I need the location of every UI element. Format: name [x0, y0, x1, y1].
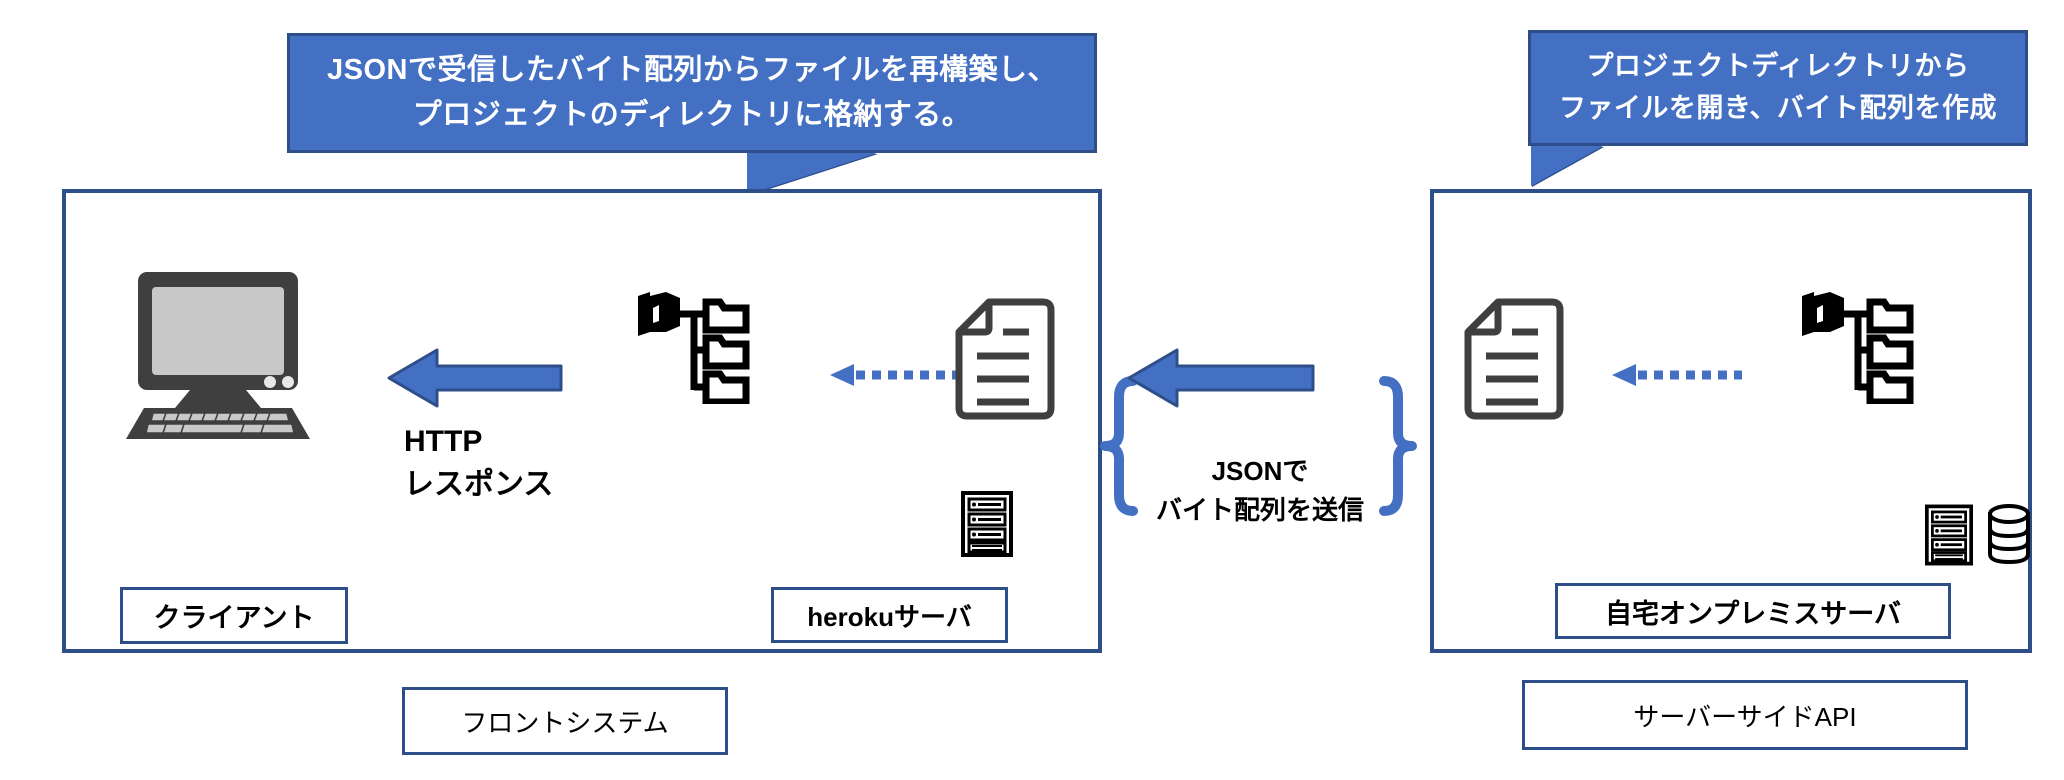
client-node-label: クライアント: [120, 587, 348, 644]
callout-left-line-2: プロジェクトのディレクトリに格納する。: [412, 99, 972, 131]
server-side-api-caption-text: サーバーサイドAPI: [1633, 701, 1857, 732]
front-system-caption-text: フロントシステム: [461, 707, 669, 738]
front-system-caption: フロントシステム: [402, 687, 728, 755]
client-node-label-text: クライアント: [153, 603, 315, 633]
callout-right-line-2: ファイルを開き、バイト配列を作成: [1558, 93, 1998, 123]
document-icon: [955, 298, 1055, 420]
http-response-line-2: レスポンス: [404, 467, 554, 501]
server-rack-icon: [961, 491, 1013, 557]
server-side-api-caption: サーバーサイドAPI: [1522, 680, 1968, 750]
heroku-node-label-text: herokuサーバ: [807, 601, 972, 632]
callout-left-tail: [747, 153, 877, 195]
http-response-arrow: [387, 348, 563, 408]
brace-open-icon: [1100, 376, 1138, 516]
computer-icon: [126, 272, 310, 439]
brace-close-icon: [1379, 376, 1417, 516]
database-icon: [1988, 504, 2030, 565]
http-response-line-1: HTTP: [404, 425, 483, 458]
callout-left-line-1: JSONで受信したバイト配列からファイルを再構築し、: [327, 54, 1057, 87]
folder-tree-icon: [638, 292, 750, 404]
server-side-read-callout: プロジェクトディレクトリから ファイルを開き、バイト配列を作成: [1528, 30, 2028, 186]
document-icon: [1464, 298, 1564, 420]
json-transfer-arrow: [1127, 348, 1315, 408]
onpremise-node-label-text: 自宅オンプレミスサーバ: [1605, 598, 1901, 629]
callout-right-line-1: プロジェクトディレクトリから: [1586, 51, 1970, 82]
folder-tree-icon: [1802, 292, 1914, 404]
server-rack-icon: [1925, 504, 1973, 566]
callout-right-tail: [1531, 146, 1603, 186]
http-response-label: HTTP レスポンス: [404, 421, 553, 506]
json-transfer-line-2: バイト配列を送信: [1155, 495, 1364, 525]
onpremise-node-label: 自宅オンプレミスサーバ: [1555, 583, 1951, 639]
json-byte-array-transfer-label: JSONで バイト配列を送信: [1135, 452, 1385, 530]
dotted-arrow-icon: [1612, 364, 1742, 386]
json-transfer-line-1: JSONで: [1211, 456, 1309, 486]
client-side-reconstruct-callout: JSONで受信したバイト配列からファイルを再構築し、 プロジェクトのディレクトリ…: [287, 33, 1097, 195]
heroku-node-label: herokuサーバ: [771, 587, 1008, 643]
server-side-api-container: [1430, 189, 2032, 653]
dotted-arrow-icon: [830, 364, 960, 386]
